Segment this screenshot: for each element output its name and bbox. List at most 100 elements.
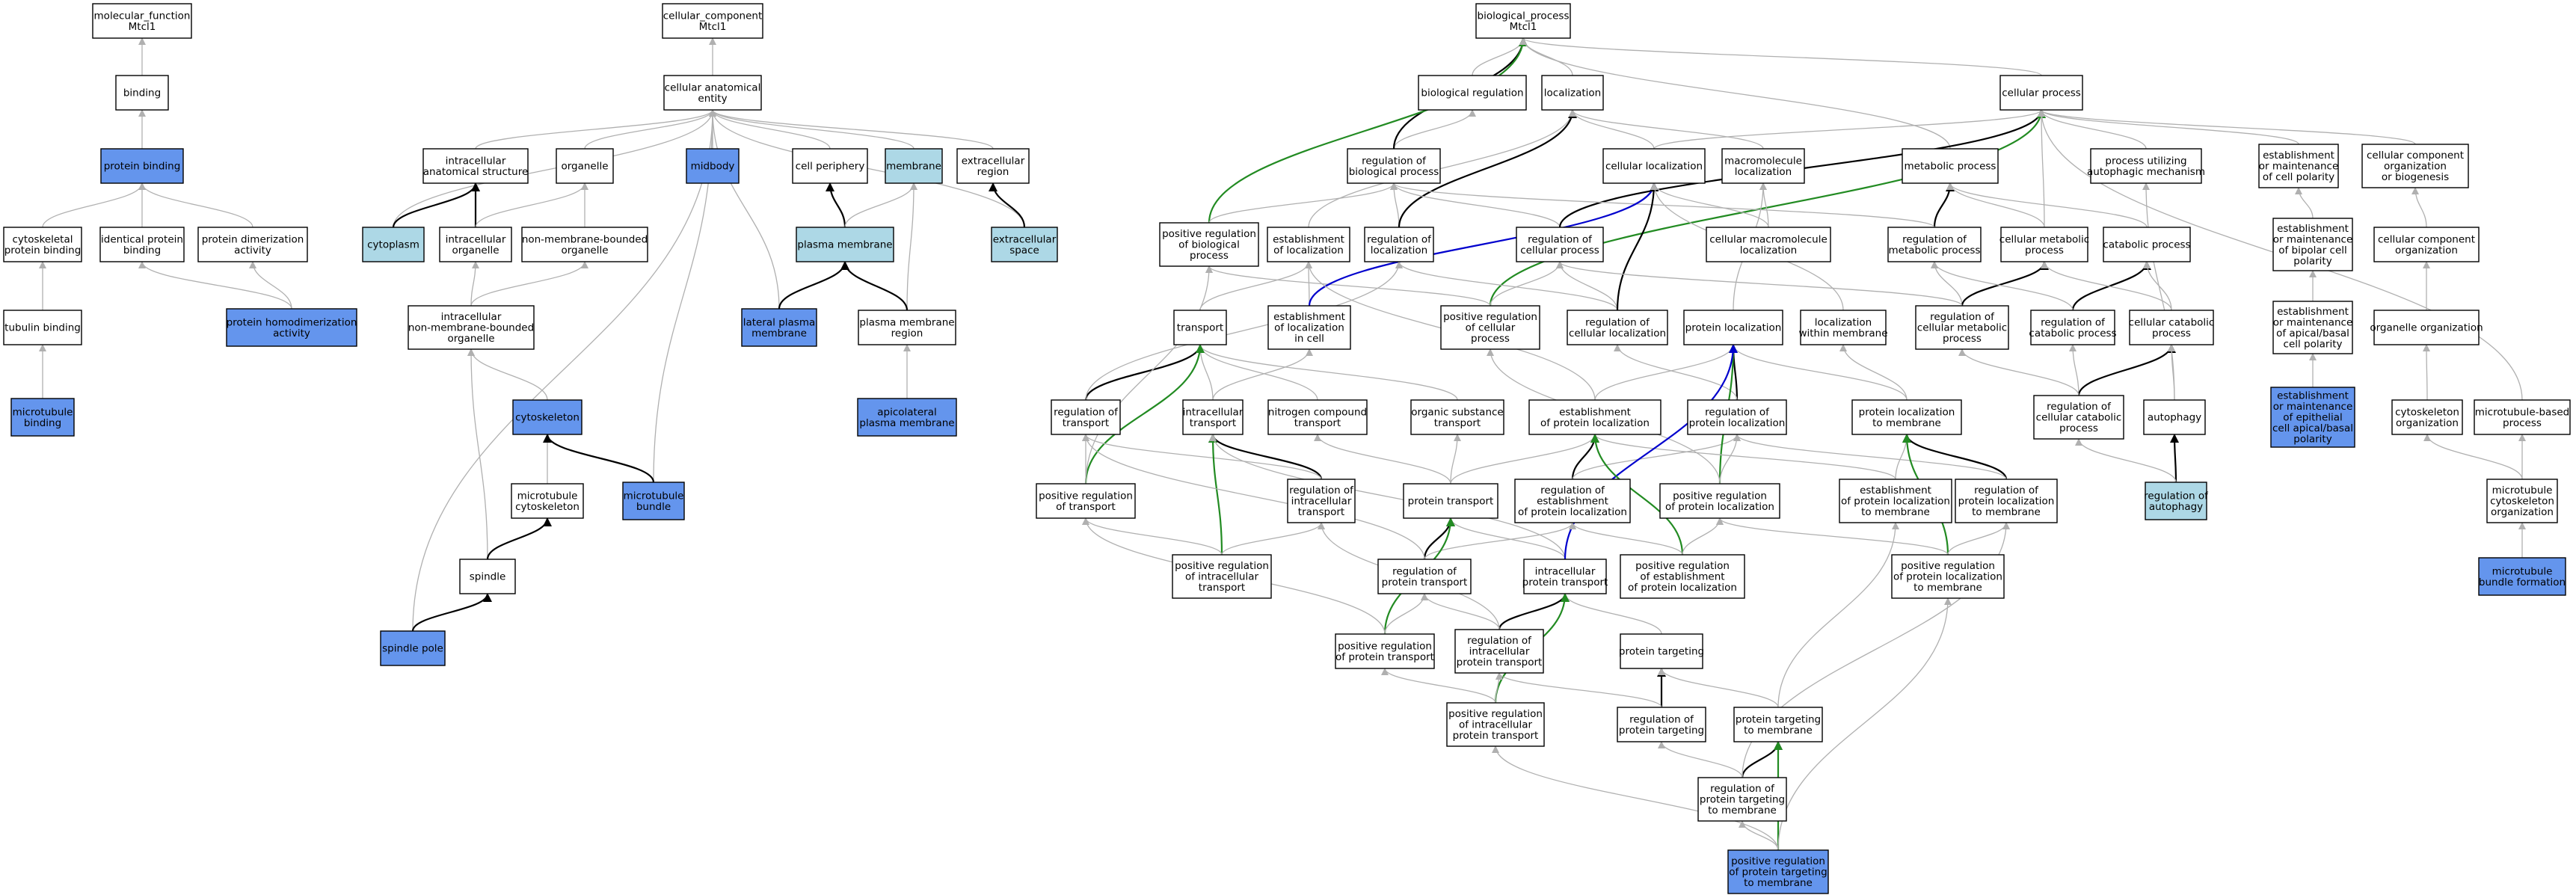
node-label-line: organelle <box>447 333 494 345</box>
edge-is-a-positive-regulation-of-intracellular-transport-to-positive-regulation-of-transport <box>1082 517 1223 556</box>
node-box <box>991 227 1058 262</box>
edge-pos-reg-positive-regulation-of-transport-to-transport <box>1084 344 1205 485</box>
node-label-line: plasma membrane <box>859 417 954 429</box>
node-label-line: midbody <box>691 161 735 173</box>
node-label-line: lateral plasma <box>743 316 816 328</box>
node-label-line: binding <box>123 244 161 256</box>
node-box <box>115 75 169 111</box>
go-term-node-cytoplasm: cytoplasm <box>362 227 425 262</box>
edge-is-a-protein-localization-to-membrane-to-localization-within-membrane <box>1839 344 1908 401</box>
node-box <box>1602 148 1706 184</box>
node-label-line: Mtcl1 <box>699 21 727 33</box>
node-box <box>1182 399 1244 435</box>
node-label-line: protein localization <box>1958 496 2055 508</box>
node-box <box>556 148 614 184</box>
go-term-node-plasma-membrane: plasma membrane <box>796 227 894 262</box>
edge-part-of-microtubule-bundle-to-cytoskeleton <box>543 434 655 483</box>
node-label-line: in cell <box>1294 333 1324 345</box>
go-term-node-intracellular-nmbo: intracellularnon-membrane-boundedorganel… <box>408 305 535 350</box>
node-label-line: localization <box>1544 87 1601 99</box>
node-label-line: protein targeting <box>1619 646 1704 658</box>
node-label-line: cytoskeleton <box>2395 406 2459 418</box>
node-box <box>2272 218 2353 271</box>
node-label-line: establishment <box>2277 390 2349 402</box>
node-label-line: microtubule-based <box>2475 406 2570 418</box>
edge-is-a-cellular-process-to-bp <box>1519 37 2042 76</box>
node-box <box>92 3 192 39</box>
node-label-line: microtubule <box>13 406 73 418</box>
node-box <box>1697 777 1787 822</box>
node-label-line: regulation of <box>1392 565 1457 577</box>
edge-is-a-protein-homodimerization-activity-to-protein-dimerization-activity <box>249 261 292 310</box>
node-label-line: regulation of <box>1528 233 1593 245</box>
node-label-line: transport <box>1199 582 1245 594</box>
node-label-line: of epithelial <box>2283 412 2343 424</box>
node-label-line: membrane <box>751 327 807 339</box>
node-label-line: of cell polarity <box>2263 171 2334 183</box>
go-term-node-cytoskeleton: cytoskeleton <box>512 399 582 435</box>
edge-is-a-autophagy-to-process-utilizing-autophagic-mechanism <box>2142 182 2175 401</box>
node-label-line: process <box>1943 333 1982 345</box>
node-label-line: regulation of <box>1705 406 1770 418</box>
node-label-line: localization <box>1815 316 1872 328</box>
node-label-line: cellular process <box>2002 87 2081 99</box>
node-label-line: cellular macromolecule <box>1709 233 1828 245</box>
node-label-line: transport <box>1294 417 1341 429</box>
edge-is-a-plasma-membrane-to-membrane <box>844 182 917 228</box>
node-label-line: cytoskeleton <box>515 501 580 513</box>
node-label-line: anatomical structure <box>423 166 529 178</box>
node-label-line: cytoskeleton <box>2490 496 2554 508</box>
edge-is-a-positive-regulation-of-intracellular-transport-to-regulation-of-intracellular-transport <box>1221 522 1325 556</box>
node-label-line: catabolic process <box>2029 327 2116 339</box>
node-label-line: to membrane <box>1708 805 1777 816</box>
go-term-node-midbody: midbody <box>686 148 740 184</box>
edge-is-a-regulation-of-intracellular-protein-transport-to-regulation-of-protein-transport <box>1421 593 1500 630</box>
node-box <box>1727 849 1829 894</box>
node-label-line: or maintenance <box>2273 401 2353 413</box>
node-box <box>3 310 82 345</box>
node-label-line: establishment <box>1537 496 1608 508</box>
edge-is-a-positive-regulation-of-protein-transport-to-regulation-of-protein-transport <box>1384 593 1428 635</box>
go-term-node-organelle: organelle <box>556 148 614 184</box>
node-box <box>1851 399 1962 435</box>
node-label-line: positive regulation <box>1443 311 1537 323</box>
node-label-line: organelle <box>561 161 608 173</box>
edge-is-a-cytoskeleton-organization-to-organelle-organization <box>2423 344 2431 401</box>
node-label-line: process <box>2503 417 2542 429</box>
node-box <box>1721 148 1805 184</box>
node-box <box>1440 305 1540 350</box>
node-label-line: regulation of <box>1902 233 1967 245</box>
edge-is-a-regulation-of-cellular-process-to-regulation-of-biological-process <box>1390 182 1561 228</box>
node-label-line: organic substance <box>1411 406 1503 418</box>
node-label-line: protein transport <box>1453 730 1539 742</box>
node-label-line: cell periphery <box>796 161 865 173</box>
edge-is-a-spindle-pole-to-cellular-anatomical-entity <box>412 109 716 632</box>
node-box <box>2143 399 2206 435</box>
node-label-line: transport <box>1063 417 1109 429</box>
node-label-line: cellular component <box>2378 233 2475 245</box>
edge-is-a-catabolic-process-to-metabolic-process <box>1946 182 2148 228</box>
edge-is-a-intracellular-organelle-to-organelle <box>475 182 588 228</box>
node-label-line: establishment <box>2277 223 2349 235</box>
edge-is-a-cellular-component-organization-or-biogenesis-to-cellular-process <box>2038 109 2416 145</box>
node-label-line: Mtcl1 <box>129 21 156 33</box>
node-label-line: organization <box>2384 161 2447 173</box>
edge-is-a-regulation-of-cellular-catabolic-process-to-regulation-of-cellular-metabolic-process <box>1958 348 2079 396</box>
go-term-node-transport: transport <box>1173 310 1227 345</box>
node-label-line: nitrogen compound <box>1268 406 1367 418</box>
go-term-node-metabolic-process: metabolic process <box>1902 148 1999 184</box>
